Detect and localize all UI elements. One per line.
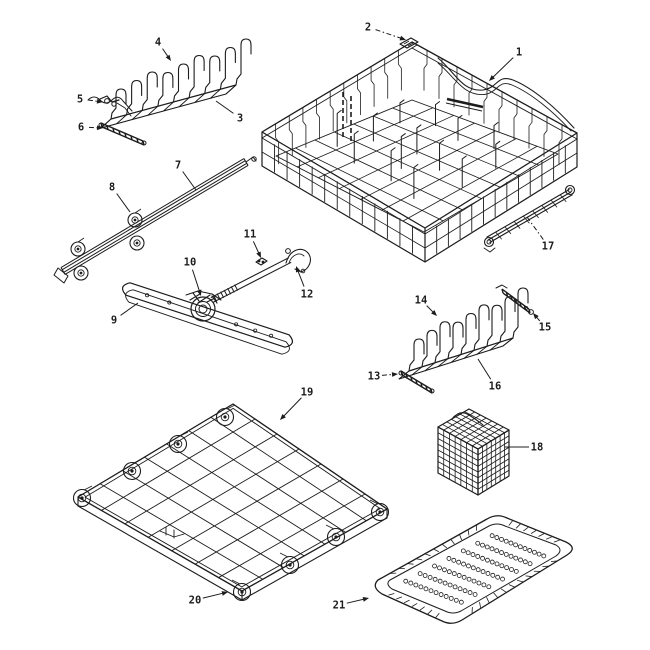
part-number-label: 21 (333, 600, 346, 612)
part-number-label: 19 (301, 387, 314, 399)
spray-arm-assembly (121, 248, 311, 355)
leader-line (381, 373, 395, 376)
leader-arrowhead-icon (280, 414, 286, 420)
part-number-label: 17 (542, 241, 555, 253)
leader-arrowhead-icon (431, 310, 437, 316)
leader-arrowhead-icon (165, 54, 171, 61)
leader-arrowhead-icon (533, 313, 539, 320)
callout-9: 9 (111, 302, 139, 327)
part-number-label: 2 (365, 22, 371, 34)
callout-11: 11 (244, 229, 261, 258)
callout-6: 6 (78, 122, 103, 134)
callout-7: 7 (175, 160, 197, 191)
callout-16: 16 (477, 358, 502, 393)
part-number-label: 18 (531, 442, 544, 454)
leader-line (116, 193, 131, 213)
leader-arrowhead-icon (295, 266, 301, 273)
callout-3: 3 (215, 100, 243, 125)
part-number-label: 15 (539, 322, 552, 334)
callout-13: 13 (368, 371, 398, 383)
part-number-label: 4 (155, 37, 161, 49)
callout-4: 4 (155, 37, 171, 61)
leader-arrowhead-icon (399, 35, 406, 41)
callout-14: 14 (415, 295, 437, 316)
leader-line (296, 269, 305, 287)
leader-arrowhead-icon (362, 597, 369, 602)
leader-arrowhead-icon (221, 591, 228, 596)
leader-arrowhead-icon (96, 125, 103, 131)
upper-rack-clip (399, 37, 419, 49)
leader-line (191, 269, 201, 293)
callout-15: 15 (533, 313, 551, 334)
part-number-label: 8 (109, 182, 115, 194)
callout-18: 18 (505, 442, 543, 454)
part-number-label: 5 (77, 94, 83, 106)
leader-arrowhead-icon (489, 75, 495, 81)
part-number-label: 10 (184, 257, 197, 269)
leader-line (477, 358, 492, 380)
callout-12: 12 (295, 266, 314, 301)
callout-19: 19 (280, 387, 314, 420)
leader-line (202, 592, 225, 599)
callout-5: 5 (77, 94, 103, 106)
leader-line (182, 171, 197, 191)
callout-8: 8 (109, 182, 131, 213)
fold-down-tine-row-right (398, 287, 529, 380)
part-number-label: 3 (237, 113, 243, 125)
part-number-label: 11 (244, 229, 257, 241)
leader-line (120, 302, 139, 316)
leader-line (346, 598, 366, 604)
utensil-tray (374, 515, 573, 624)
part-number-label: 9 (111, 315, 117, 327)
part-number-label: 20 (189, 595, 202, 607)
callout-21: 21 (333, 597, 369, 612)
part-number-label: 16 (489, 381, 502, 393)
tine-row-adjuster-bar-left (398, 370, 435, 394)
upper-dishrack (261, 41, 578, 263)
left-track-rail-with-rollers (53, 156, 257, 284)
callout-10: 10 (184, 257, 202, 296)
leader-line (491, 57, 514, 79)
lower-dishrack (72, 403, 390, 602)
leader-line (375, 29, 403, 40)
callout-17: 17 (526, 216, 555, 253)
part-number-label: 13 (368, 371, 381, 383)
leader-arrowhead-icon (196, 289, 202, 296)
callout-20: 20 (189, 591, 228, 607)
tine-row-clip (99, 95, 132, 117)
leader-arrowhead-icon (96, 98, 103, 104)
right-track-rail (483, 184, 576, 253)
leader-line (215, 100, 234, 114)
leader-line (526, 216, 544, 240)
leader-line (252, 241, 260, 255)
leader-arrowhead-icon (256, 251, 261, 258)
fold-down-tine-row-upper-left (87, 38, 252, 129)
leader-line (282, 397, 302, 418)
tine-row-adjuster-bar-right (495, 284, 534, 315)
part-number-label: 1 (516, 47, 522, 59)
leader-arrowhead-icon (391, 372, 398, 377)
part-number-label: 12 (301, 289, 314, 301)
callout-1: 1 (489, 47, 522, 81)
part-number-label: 14 (415, 295, 428, 307)
silverware-basket (437, 408, 510, 496)
part-number-label: 7 (175, 160, 181, 172)
tine-row-adjuster-bar (98, 122, 147, 146)
leader-line (87, 99, 100, 102)
part-number-label: 6 (78, 122, 84, 134)
callout-2: 2 (365, 22, 406, 41)
